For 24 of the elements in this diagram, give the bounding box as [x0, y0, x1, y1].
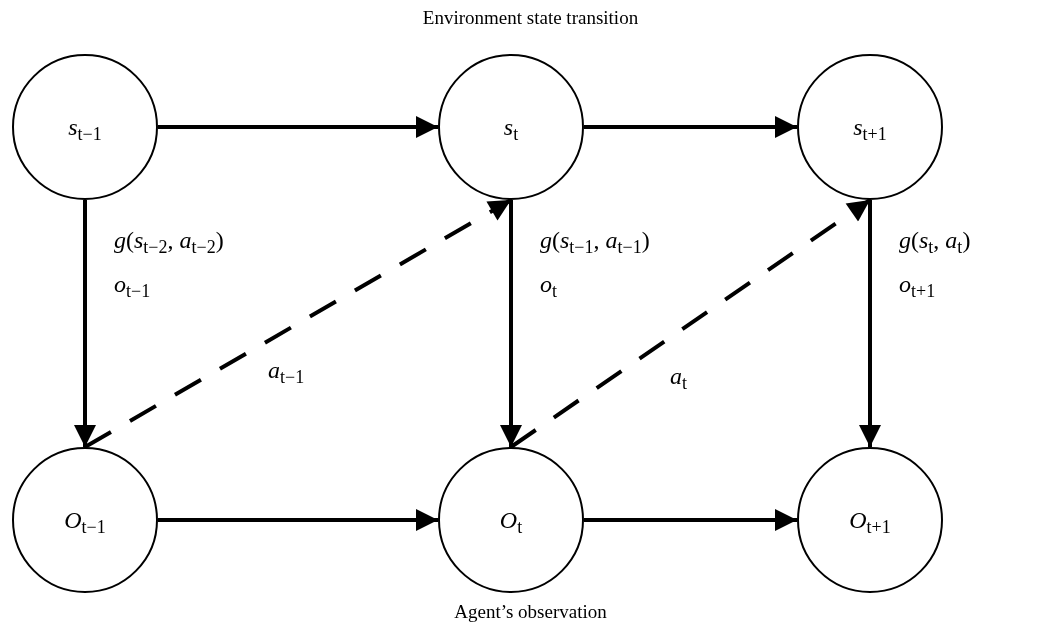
diagram-title: Environment state transition [421, 6, 640, 30]
observation-label: o$_{t+1}$ [899, 272, 936, 296]
edge-label: g(s$_{t−1}$, a$_{t−1}$) [540, 228, 650, 252]
arrow [158, 116, 438, 138]
arrow [859, 200, 881, 447]
arrow [500, 200, 522, 447]
edge-label: g(s$_{t−2}$, a$_{t−2}$) [114, 228, 224, 252]
edge-label: a$_{t−1}$ [268, 358, 305, 382]
dashed-arrow [84, 198, 512, 449]
edge-label: a$_{t}$ [670, 364, 687, 388]
node-label: s$_{t−1}$ [68, 115, 102, 139]
node-label: O$_{t}$ [499, 508, 523, 532]
arrow [584, 509, 797, 531]
node-label: s$_{t+1}$ [853, 115, 887, 139]
arrow [74, 200, 96, 447]
diagram-caption: Agent’s observation [453, 600, 608, 624]
node-label: s$_{t}$ [503, 115, 519, 139]
observation-label: o$_{t}$ [540, 272, 557, 296]
arrow [158, 509, 438, 531]
node-label: O$_{t−1}$ [64, 508, 106, 532]
observation-label: o$_{t−1}$ [114, 272, 151, 296]
arrow [584, 116, 797, 138]
node-label: O$_{t+1}$ [849, 508, 891, 532]
edge-label: g(s$_{t}$, a$_{t}$) [899, 228, 971, 252]
